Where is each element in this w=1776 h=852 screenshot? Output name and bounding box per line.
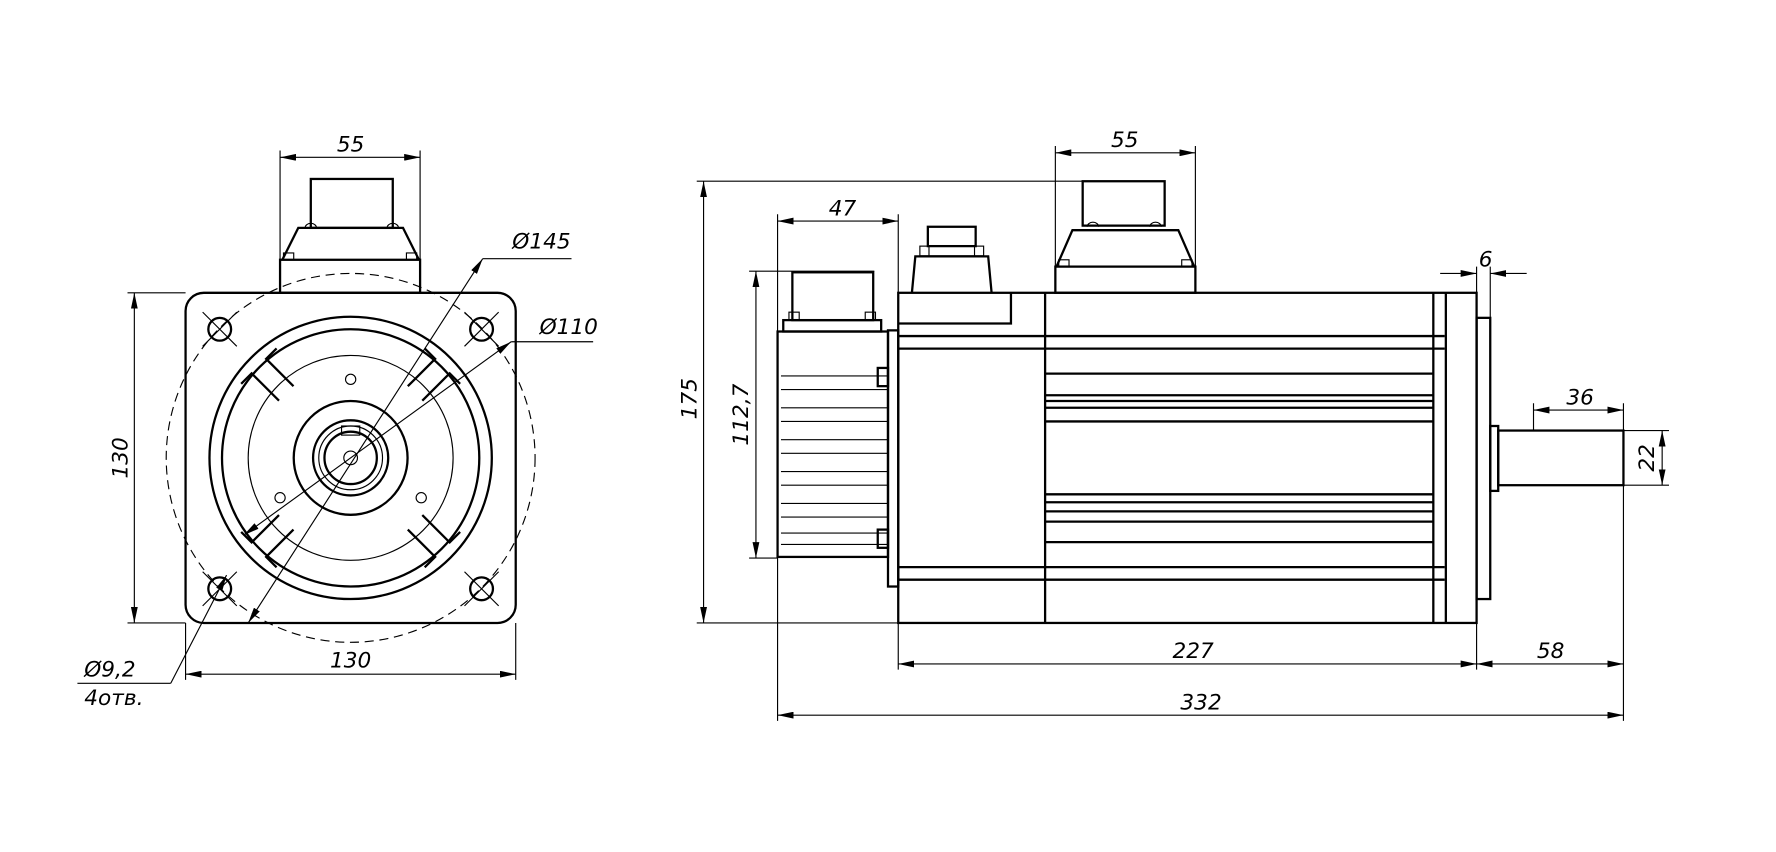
encoder-body bbox=[776, 330, 890, 559]
dim-power-connector-width: 55 bbox=[1054, 128, 1196, 267]
dim-encoder-height: 112,7 bbox=[729, 270, 875, 559]
power-connector bbox=[1054, 180, 1197, 294]
encoder-fins bbox=[780, 375, 888, 545]
dim-label: 47 bbox=[829, 196, 857, 221]
front-connector bbox=[278, 177, 422, 294]
motor-body bbox=[897, 291, 1478, 625]
dim-shaft-diameter: 22 bbox=[1623, 429, 1669, 486]
shaft-shoulder bbox=[1489, 424, 1500, 493]
mounting-holes bbox=[202, 311, 500, 607]
dim-label: 36 bbox=[1566, 385, 1594, 410]
dim-label: 55 bbox=[337, 133, 365, 158]
dim-shaft-length: 58 bbox=[1476, 639, 1624, 668]
rear-plate bbox=[886, 329, 900, 588]
bolt-circle bbox=[165, 272, 536, 643]
dim-label: 6 bbox=[1479, 248, 1493, 273]
dim-encoder-length: 47 bbox=[777, 196, 899, 721]
dim-label: 130 bbox=[330, 648, 371, 673]
dim-key-length: 36 bbox=[1532, 385, 1625, 431]
front-flange bbox=[1475, 316, 1492, 601]
dim-flange-thickness: 6 bbox=[1440, 248, 1527, 318]
dim-overall-height: 175 bbox=[678, 180, 1165, 624]
encoder-tab bbox=[876, 528, 890, 549]
signal-connector bbox=[910, 225, 993, 293]
dim-body-length: 227 bbox=[897, 485, 1625, 721]
dim-label: 112,7 bbox=[729, 383, 754, 445]
body-grooves bbox=[898, 334, 1445, 581]
dim-flange-height: 130 bbox=[109, 292, 186, 624]
dim-label: 55 bbox=[1111, 128, 1139, 153]
dim-label: 227 bbox=[1172, 639, 1214, 664]
dim-label: 130 bbox=[109, 437, 134, 478]
dim-label: Ø110 bbox=[539, 315, 598, 340]
encoder-connector bbox=[782, 271, 883, 333]
threaded-hole bbox=[274, 492, 286, 504]
dim-label: 332 bbox=[1180, 690, 1221, 715]
mounting-hole bbox=[202, 311, 238, 347]
dim-bolt-circle: Ø145 bbox=[247, 229, 572, 624]
dim-overall-length: 332 bbox=[777, 690, 1624, 719]
threaded-hole bbox=[415, 492, 427, 504]
dim-label: Ø145 bbox=[511, 229, 570, 254]
threaded-hole bbox=[344, 373, 357, 386]
dim-label: Ø9,2 bbox=[83, 657, 135, 682]
mounting-hole bbox=[464, 571, 500, 607]
dim-note: 4отв. bbox=[84, 686, 143, 711]
dim-label: 175 bbox=[678, 378, 703, 419]
dim-label: 58 bbox=[1537, 639, 1565, 664]
front-view: 55 130 130 Ø145 Ø110 Ø9,2 4отв. bbox=[77, 133, 598, 711]
side-view: 55 175 47 112,7 6 36 bbox=[678, 128, 1669, 721]
shaft bbox=[1497, 429, 1625, 487]
dim-flange-width: 130 bbox=[185, 622, 517, 680]
dim-connector-width: 55 bbox=[279, 133, 421, 260]
mounting-hole bbox=[464, 311, 500, 347]
dim-label: 22 bbox=[1635, 444, 1660, 472]
dim-hole-diameter: Ø9,2 4отв. bbox=[77, 574, 228, 711]
encoder-tab bbox=[876, 366, 890, 388]
dim-pilot-diameter: Ø110 bbox=[243, 315, 598, 536]
